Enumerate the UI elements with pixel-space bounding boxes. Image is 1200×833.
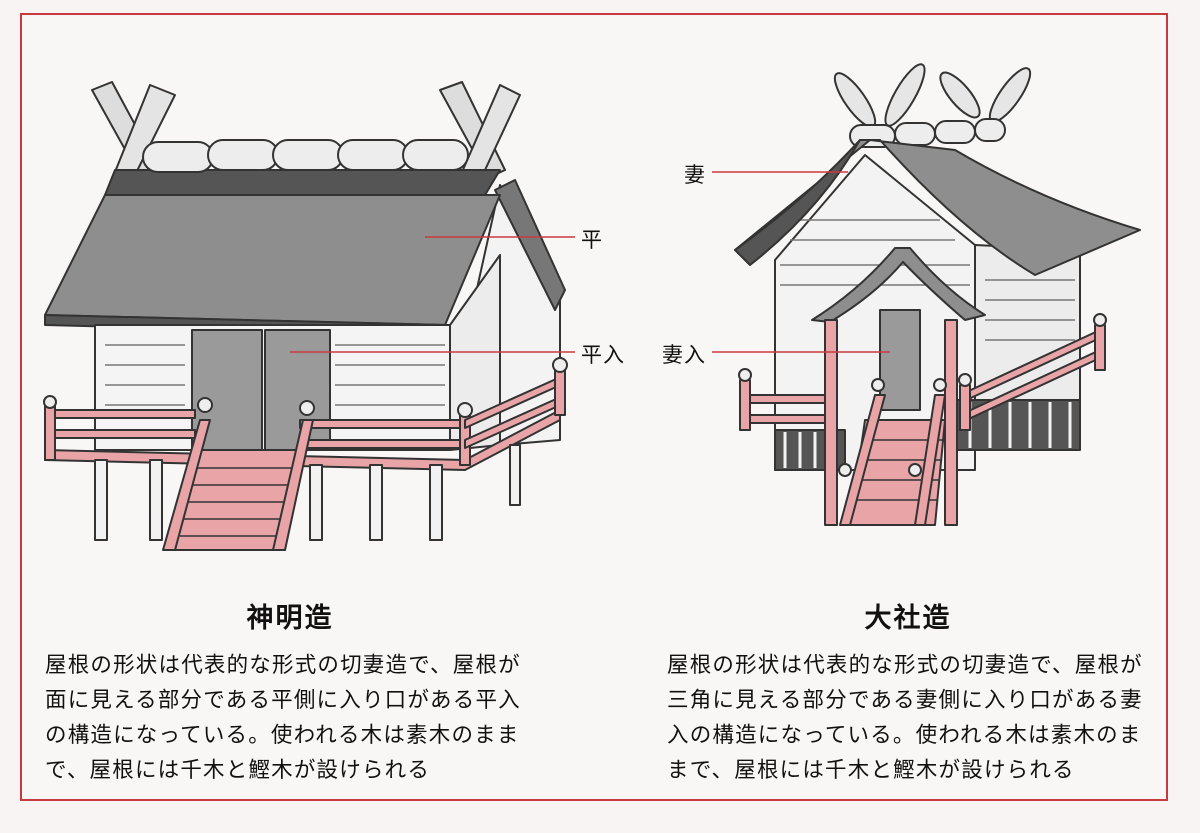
railing bbox=[44, 369, 566, 466]
front-roof-edge bbox=[734, 139, 861, 266]
label-hirairi: 平入 bbox=[581, 343, 625, 367]
desc-line: 三角に見える部分である妻側に入り口がある妻 bbox=[667, 688, 1143, 713]
katsuogi-logs-taisha bbox=[849, 118, 1006, 148]
title-shinmei: 神明造 bbox=[246, 603, 334, 634]
stair-rail-right bbox=[272, 419, 314, 551]
desc-line: まで、屋根には千木と鰹木が設けられる bbox=[667, 758, 1075, 783]
railing-taisha bbox=[739, 324, 1106, 431]
label-tsuma: 妻 bbox=[684, 163, 706, 187]
description-taisha: 屋根の形状は代表的な形式の切妻造で、屋根が 三角に見える部分である妻側に入り口が… bbox=[667, 648, 1143, 788]
description-shinmei: 屋根の形状は代表的な形式の切妻造で、屋根が 面に見える部分である平側に入り口があ… bbox=[45, 648, 521, 788]
stair-rail-taisha-left bbox=[839, 394, 886, 526]
desc-line: 面に見える部分である平側に入り口がある平入 bbox=[45, 688, 521, 713]
title-taisha: 大社造 bbox=[864, 603, 952, 634]
stair-treads bbox=[180, 467, 297, 537]
katsuogi-logs bbox=[142, 139, 469, 173]
side-planks bbox=[985, 279, 1075, 341]
desc-line: 屋根の形状は代表的な形式の切妻造で、屋根が bbox=[667, 653, 1143, 678]
porch-pillars bbox=[824, 319, 958, 526]
label-tsumairi: 妻入 bbox=[662, 343, 706, 367]
chigi-ornaments bbox=[833, 63, 1032, 128]
taisha-zukuri-illustration bbox=[734, 63, 1141, 526]
wall-planks bbox=[105, 344, 445, 406]
desc-line: 入の構造になっている。使われる木は素木のま bbox=[667, 723, 1142, 748]
post-finials bbox=[43, 357, 568, 418]
gable-roof-edge bbox=[494, 179, 566, 311]
ridge-beam bbox=[104, 169, 501, 196]
desc-line: 屋根の形状は代表的な形式の切妻造で、屋根が bbox=[45, 653, 521, 678]
shinmei-zukuri-illustration bbox=[43, 81, 568, 551]
door-taisha bbox=[879, 309, 921, 411]
desc-line: で、屋根には千木と鰹木が設けられる bbox=[45, 758, 431, 783]
main-roof bbox=[44, 194, 501, 326]
porch-roof bbox=[811, 247, 986, 323]
stair-rail-taisha-right bbox=[914, 394, 946, 526]
label-hira: 平 bbox=[581, 228, 603, 252]
door-right bbox=[264, 329, 331, 451]
stilts bbox=[94, 444, 521, 541]
stair-rail-left bbox=[162, 419, 211, 551]
post-finials-taisha bbox=[738, 313, 1107, 477]
desc-line: の構造になっている。使われる木は素木のまま bbox=[45, 723, 520, 748]
